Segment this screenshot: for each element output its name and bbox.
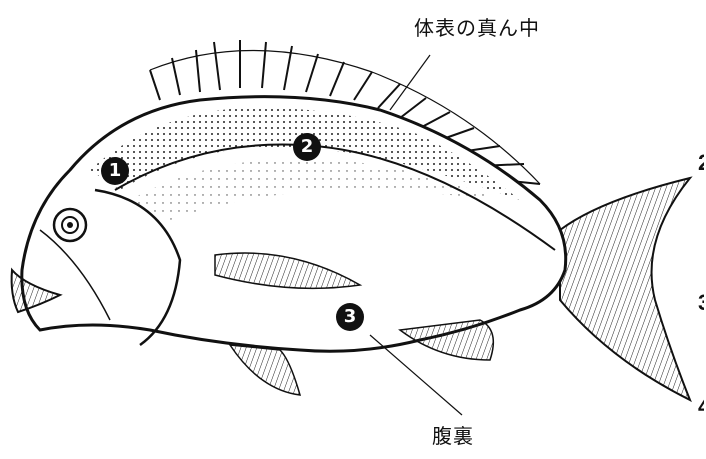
marker-3: 3 bbox=[336, 303, 364, 331]
edge-fragment-4: 4 bbox=[698, 394, 704, 420]
edge-fragment-3: 3 bbox=[698, 290, 704, 316]
label-body-center: 体表の真ん中 bbox=[414, 12, 540, 41]
tail-fin bbox=[560, 178, 690, 400]
label-belly-back: 腹裏 bbox=[432, 420, 474, 449]
marker-1: 1 bbox=[101, 157, 129, 185]
edge-fragment-2: 2 bbox=[698, 150, 704, 176]
pelvic-fin bbox=[230, 345, 300, 395]
marker-2: 2 bbox=[293, 133, 321, 161]
